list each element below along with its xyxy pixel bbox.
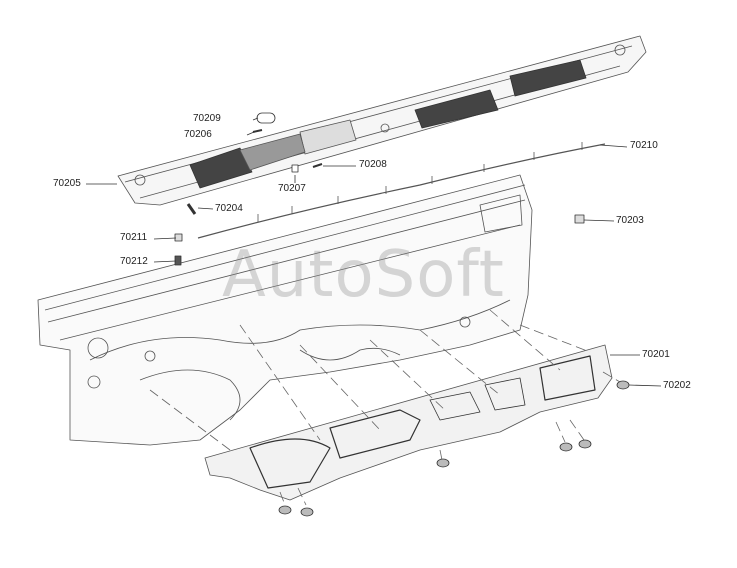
part-label-70205: 70205 bbox=[53, 178, 81, 189]
part-label-70206: 70206 bbox=[184, 129, 212, 140]
watermark: AutoSoft bbox=[222, 238, 505, 312]
part-label-70211: 70211 bbox=[120, 232, 148, 243]
projection-lines bbox=[149, 309, 621, 506]
dash-insulator-pad bbox=[204, 344, 613, 501]
part-label-70208: 70208 bbox=[359, 159, 387, 170]
dash-panel bbox=[37, 174, 533, 446]
fastener-nuts bbox=[278, 380, 630, 517]
part-label-70204: 70204 bbox=[215, 203, 243, 214]
part-label-70209: 70209 bbox=[193, 113, 221, 124]
part-label-70210: 70210 bbox=[630, 140, 658, 151]
weatherstrip-clips bbox=[257, 142, 583, 222]
leader-lines bbox=[86, 117, 662, 387]
part-label-70201: 70201 bbox=[642, 349, 670, 360]
part-label-70207: 70207 bbox=[278, 183, 306, 194]
small-fasteners bbox=[174, 112, 585, 266]
cowl-top-panel bbox=[117, 35, 647, 206]
part-label-70203: 70203 bbox=[616, 215, 644, 226]
part-label-70202: 70202 bbox=[663, 380, 691, 391]
cowl-weatherstrip bbox=[197, 143, 606, 239]
part-label-70212: 70212 bbox=[120, 256, 148, 267]
